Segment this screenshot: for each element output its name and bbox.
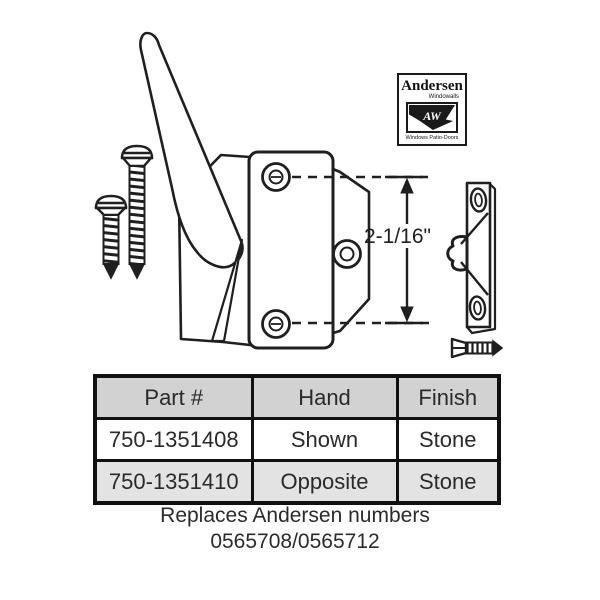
replacement-note-line1: Replaces Andersen numbers <box>160 504 430 527</box>
table-row: 750-1351410 Opposite Stone <box>93 459 501 505</box>
mounting-screw-long-icon <box>120 144 154 280</box>
parts-table: Part # Hand Finish 750-1351408 Shown Sto… <box>93 374 501 505</box>
part-number-cell: 750-1351410 <box>93 459 254 505</box>
replacement-note-line2: 0565708/0565712 <box>210 530 380 553</box>
table-row: 750-1351408 Shown Stone <box>93 417 501 462</box>
table-header-row: Part # Hand Finish <box>93 374 501 420</box>
keeper-screw-icon <box>450 337 504 359</box>
part-number-cell: 750-1351408 <box>93 417 254 462</box>
andersen-logo-subbrand: Windowalls <box>428 94 459 100</box>
aw-monogram-box: AW <box>406 102 458 133</box>
andersen-logo: Andersen Windowalls AW Windows Patio-Doo… <box>397 73 467 146</box>
mounting-screw-short-icon <box>94 194 128 280</box>
lock-lever-handle <box>139 31 244 269</box>
screw-hole-bottom <box>261 309 291 339</box>
lock-cam-wedge <box>210 238 244 343</box>
dimension-label: 2-1/16" <box>364 225 431 248</box>
aw-monogram: AW <box>423 109 441 124</box>
lock-faceplate <box>247 150 335 350</box>
replacement-note: Replaces Andersen numbers 0565708/056571… <box>93 503 497 555</box>
andersen-logo-tagline: Windows Patio-Doors <box>405 135 459 141</box>
finish-cell: Stone <box>395 417 501 462</box>
dimension-line <box>385 175 423 325</box>
col-header-hand: Hand <box>250 374 399 420</box>
col-header-part: Part # <box>93 374 254 420</box>
hand-cell: Opposite <box>250 459 399 505</box>
keeper-plate-icon <box>446 181 497 335</box>
screw-hole-top <box>261 162 291 192</box>
hand-cell: Shown <box>250 417 399 462</box>
col-header-finish: Finish <box>395 374 501 420</box>
andersen-logo-wordmark: Andersen <box>401 78 463 94</box>
finish-cell: Stone <box>395 459 501 505</box>
screw-hole-middle <box>332 239 362 269</box>
